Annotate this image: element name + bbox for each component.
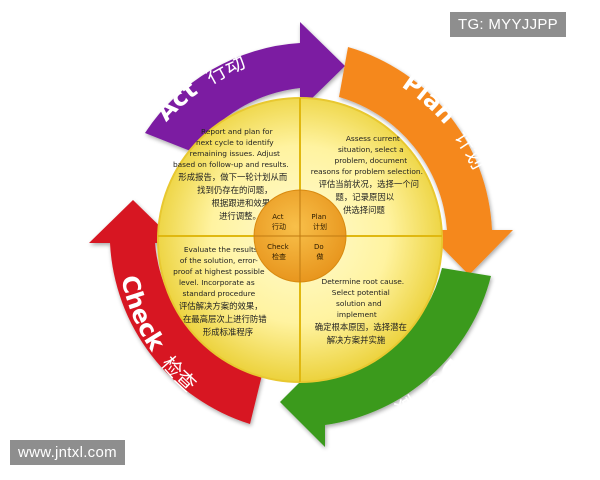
watermark-tag: TG: MYYJJPP <box>450 12 566 37</box>
plan-arrow <box>339 47 513 275</box>
do-quadrant-text: Determine root cause. Select potential s… <box>315 277 409 345</box>
hub-plan-label: Plan 计划 <box>311 213 328 231</box>
act-quadrant-text: Report and plan for next cycle to identi… <box>173 127 291 221</box>
hub-act-label: Act 行动 <box>272 213 286 231</box>
hub-check-label: Check 检查 <box>267 243 291 261</box>
act-arrow <box>145 22 345 152</box>
check-arrow <box>89 200 262 424</box>
plan-quadrant-text: Assess current situation, select a probl… <box>311 134 426 215</box>
check-quadrant-text: Evaluate the results of the solution, er… <box>173 245 269 337</box>
watermark-site: www.jntxl.com <box>10 440 125 465</box>
hub-do-label: Do 做 <box>314 243 326 261</box>
do-arrow <box>280 268 491 447</box>
